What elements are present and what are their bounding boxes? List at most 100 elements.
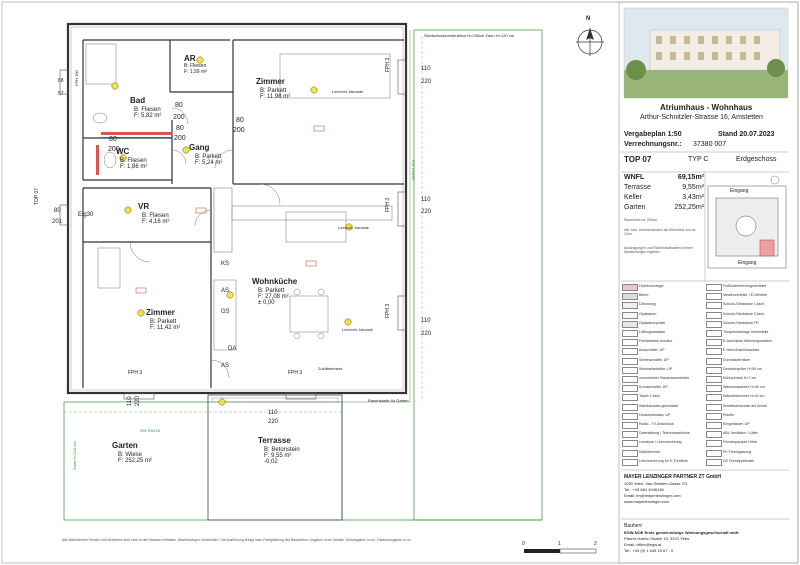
legend-label: Gipskarton bbox=[639, 311, 657, 316]
as-label-1: AS bbox=[221, 288, 230, 294]
room-area: F: 27,08 m² bbox=[258, 294, 289, 300]
legend-label: Serienschalter, UP bbox=[639, 357, 669, 362]
legend-swatch bbox=[706, 293, 722, 301]
legend-swatch bbox=[622, 284, 638, 291]
north-label: N bbox=[586, 16, 591, 22]
legend-label: Schuko-Steckdose FR bbox=[723, 320, 759, 325]
room-area: F: 5,24 m² bbox=[195, 160, 223, 166]
scale-label-0: 0 bbox=[522, 541, 525, 547]
legend-label: Lüftungsauslass bbox=[639, 330, 665, 334]
company-name: MAYER LENZINGER PARTNER ZT GmbH bbox=[624, 474, 721, 480]
owner-name: EGW-NOE Erste gemeinnützige Wohnungsgese… bbox=[624, 530, 739, 535]
dim-r220-3: 220 bbox=[421, 331, 432, 337]
scale-label-1: 1 bbox=[558, 541, 561, 547]
legend-swatch bbox=[622, 412, 638, 420]
fph-label-3: FPH 3 bbox=[385, 303, 391, 318]
room-zimmer-2: Zimmer B: Parkett F: 11,42 m² bbox=[146, 308, 180, 331]
legend-label: Deckenauslass, UP bbox=[639, 412, 671, 417]
rw-dn100-bottom: RW DN100 bbox=[140, 428, 161, 433]
legend-swatch bbox=[706, 330, 722, 337]
owner-line: Pfarrer-Harrer-Straße 15, 3370 Ybbs bbox=[624, 536, 690, 541]
area-table: WNFL 69,15m² Terrasse 9,55m² Keller 3,43… bbox=[624, 174, 704, 214]
legend-label: Leerverrohrung für E-Türöffner bbox=[639, 458, 688, 463]
dim-r110-3: 110 bbox=[421, 318, 431, 324]
room-area: F: 252,25 m² bbox=[118, 458, 153, 464]
area-row: WNFL 69,15m² bbox=[624, 174, 704, 184]
legend-swatch bbox=[706, 320, 722, 328]
room-level: ± 0,00 bbox=[258, 300, 275, 306]
legend-swatch bbox=[622, 366, 638, 374]
legend-swatch bbox=[706, 284, 722, 291]
typ-label: TYP C bbox=[688, 156, 709, 163]
legend-swatch bbox=[622, 394, 638, 402]
legend-label: FK Fixverglasung bbox=[723, 449, 751, 454]
note-2: inkl. bzw. Hohlraumboden als Mehrhöhe vo… bbox=[624, 228, 697, 237]
legend-label: Klingeltaster, UP bbox=[723, 422, 750, 426]
legend-label: Gipskartonplatte bbox=[639, 320, 666, 325]
room-floor: B: Fliesen bbox=[120, 158, 147, 164]
legend-label: Wäschetrockner H=40 cm bbox=[723, 394, 765, 399]
room-floor: B: Betonstein bbox=[264, 447, 300, 453]
legend-swatch bbox=[622, 422, 638, 429]
legend-swatch bbox=[622, 293, 638, 301]
legend-label: unvernetzter Rauchwarnmelder bbox=[639, 376, 690, 380]
top-note: Sichtschutzkonstruktion H=230cm Zaun H=1… bbox=[424, 33, 515, 38]
dim-t220: 220 bbox=[268, 419, 279, 425]
room-name: Zimmer bbox=[146, 308, 175, 317]
room-name: AR bbox=[184, 54, 196, 63]
legend-label: Wechselschalter, UP bbox=[639, 366, 673, 371]
room-bad: Bad B: Fliesen F: 5,82 m² bbox=[130, 96, 161, 119]
dim-57: 57 bbox=[58, 91, 64, 97]
legend-swatch bbox=[622, 440, 638, 448]
zuluft-label: Zuluftelement bbox=[318, 366, 343, 371]
legend-label: Kreuzschalter, UP bbox=[639, 385, 668, 390]
legend-swatch bbox=[706, 412, 722, 420]
room-name: WC bbox=[116, 147, 130, 156]
leerrohr-label-1: Leerrohr Jalousie bbox=[332, 89, 363, 94]
da-label: DA bbox=[228, 346, 237, 352]
rasenkante-label: Rasenkante für Garten bbox=[368, 398, 409, 403]
legend-label: Putzfür bbox=[723, 412, 735, 417]
dim-80-a: 80 bbox=[175, 102, 183, 109]
legend-label: Fensterparapet Höhe bbox=[723, 440, 757, 445]
area-label: Terrasse bbox=[624, 184, 651, 191]
area-value: 252,25m² bbox=[674, 204, 704, 211]
legend-label: DK Drehkippfenster bbox=[723, 458, 755, 463]
area-value: 3,43m² bbox=[682, 194, 704, 201]
company-line: Tel.: +43 664 4948136 bbox=[624, 487, 664, 492]
legend-swatch bbox=[706, 339, 722, 347]
owner-title: Bauherr: bbox=[624, 523, 644, 529]
legend-label: Datenleitung / Telefonanschluss bbox=[639, 431, 690, 436]
as-label-2: AS bbox=[221, 363, 230, 369]
room-floor: B: Wiese bbox=[118, 452, 143, 458]
owner-line: Tel.: +43 (0) 1 545 15 67 - 0 bbox=[624, 548, 674, 553]
room-area: F: 9,55 m² bbox=[264, 453, 292, 459]
fph-label-1: FPH 3 bbox=[385, 57, 391, 72]
room-name: Terrasse bbox=[258, 436, 291, 445]
room-name: VR bbox=[138, 202, 150, 211]
legend-label: Fußbodenheizungsverteiler bbox=[723, 284, 767, 288]
legend-label: Leerdose / Leerverrohrung bbox=[639, 440, 682, 445]
stand-date: Stand 20.07.2023 bbox=[718, 131, 775, 138]
room-floor: B: Parkett bbox=[195, 154, 222, 160]
dim-r110-2: 110 bbox=[421, 197, 431, 203]
room-level: -0,02 bbox=[264, 459, 278, 465]
fph-label-5: FPH 3 bbox=[288, 370, 303, 376]
room-wc: WC B: Fliesen F: 1,86 m² bbox=[116, 147, 147, 170]
room-vr: VR B: Fliesen F: 4,16 m² bbox=[138, 202, 169, 225]
plan-label: Vergabeplan 1:50 bbox=[624, 131, 682, 138]
dim-200-b: 200 bbox=[233, 127, 245, 134]
project-title: Atriumhaus - Wohnhaus bbox=[660, 103, 753, 112]
ks-label: KS bbox=[221, 261, 230, 267]
area-row: Keller 3,43m² bbox=[624, 194, 704, 204]
dim-t110: 110 bbox=[268, 410, 278, 416]
company-line: 1090 Wien, Van-Swieten-Gasse 2/3 bbox=[624, 481, 688, 486]
top-number: TOP 07 bbox=[624, 155, 652, 164]
room-name: Gang bbox=[189, 143, 210, 152]
room-gang: Gang B: Parkett F: 5,24 m² bbox=[189, 143, 222, 166]
legend-swatch bbox=[706, 394, 722, 402]
legend-label: Taster 1-fach bbox=[639, 394, 660, 399]
room-name: Garten bbox=[112, 441, 138, 450]
dim-80: 80 bbox=[54, 208, 61, 214]
